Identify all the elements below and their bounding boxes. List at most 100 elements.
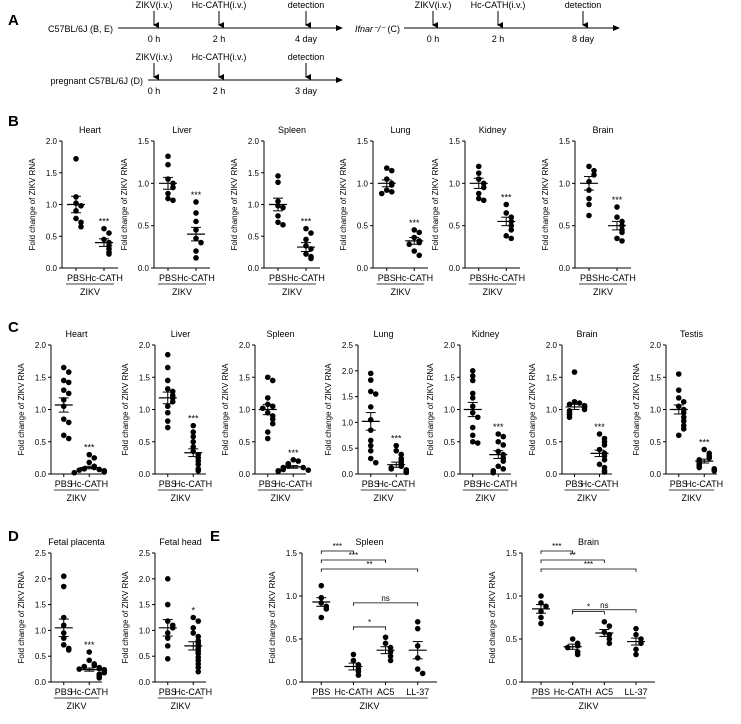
y-tick-label: 0.0 [286,678,298,687]
x-tick-label: PBS [470,273,488,283]
data-point [295,458,302,464]
data-point [414,619,421,625]
bracket-label: ns [381,594,389,603]
y-tick-label: 0.5 [35,652,47,661]
x-tick-label: Hc-CATH [685,479,723,489]
data-point [308,255,314,262]
data-point [195,664,202,671]
timeline-strain-label: C57BL/6J (B, E) [48,24,113,34]
data-point [275,219,281,226]
data-point [164,655,171,662]
y-tick-label: 0.0 [506,678,518,687]
data-point [60,416,67,422]
data-point [398,451,405,458]
x-tick-label: Hc-CATH [70,479,108,489]
group-label: ZIKV [170,493,190,503]
y-tick-label: 1.0 [546,406,558,415]
data-point [91,455,98,461]
timeline-step-label: ZIKV(i.v.) [136,0,173,10]
data-point [101,669,108,676]
data-point [60,573,67,580]
data-point [264,374,271,381]
significance-label: *** [288,448,299,458]
data-point [372,459,379,466]
y-tick-label: 2.0 [650,341,662,350]
y-tick-label: 1.5 [650,373,662,382]
data-point [606,636,613,642]
data-point [387,644,394,651]
data-point [388,189,395,195]
x-tick-label: LL-37 [406,687,429,697]
data-point [571,398,578,405]
x-tick-label: Hc-CATH [174,479,212,489]
data-point [269,403,276,410]
data-point [469,438,476,445]
y-tick-label: 0.0 [357,264,369,273]
data-point [275,179,281,186]
data-point [164,424,171,431]
x-tick-label: Hc-CATH [554,687,592,697]
data-point [65,647,72,653]
y-tick-label: 0.5 [35,438,47,447]
significance-label: *** [99,217,110,227]
y-tick-label: 1.0 [559,179,571,188]
data-point [164,643,171,649]
y-tick-label: 2.0 [444,341,456,350]
y-tick-label: 1.0 [342,418,354,427]
data-point [474,414,481,421]
group-label: ZIKV [172,287,192,297]
data-point [165,161,171,168]
data-point [190,433,197,440]
panel-letter-b: B [8,113,19,130]
significance-label: *** [84,443,95,453]
data-point [388,167,395,174]
chart-title: Spleen [278,125,306,135]
timeline-step-time: 8 day [572,34,595,44]
data-point [475,163,482,170]
data-point [500,433,507,440]
significance-bracket [540,550,574,554]
data-point [586,201,592,208]
data-point [195,461,202,468]
timeline-step-time: 0 h [427,34,440,44]
data-point [65,379,72,386]
data-point [367,437,374,444]
y-tick-label: 0.5 [342,444,354,453]
data-point [308,230,314,236]
timeline-step-label: Hc-CATH(i.v.) [192,0,247,10]
x-tick-label: Hc-CATH [70,687,108,697]
timeline-step-time: 4 day [295,34,318,44]
y-tick-label: 2.0 [139,575,151,584]
timeline-step-label: detection [565,0,602,10]
data-point [586,163,592,170]
data-point [280,222,286,228]
data-point [606,640,613,647]
timeline-step-time: 2 h [213,86,226,96]
chart-title: Fetal head [159,537,202,547]
data-point [303,225,309,232]
y-tick-label: 1.0 [35,406,47,415]
y-tick-label: 1.5 [35,601,47,610]
significance-bracket [320,568,419,572]
chart-title: Heart [65,329,88,339]
x-tick-label: PBS [362,479,380,489]
timeline-step-time: 3 day [295,86,318,96]
data-point [614,204,620,210]
y-tick-label: 0.0 [559,264,571,273]
significance-bracket [320,550,354,554]
x-tick-label: PBS [580,273,598,283]
data-point [469,373,476,379]
data-point [614,235,620,242]
y-tick-label: 0.5 [248,232,260,241]
data-point [675,371,682,377]
data-point [264,395,271,401]
data-point [60,364,67,371]
x-tick-label: PBS [159,687,177,697]
chart-title: Kidney [472,329,500,339]
data-point [538,614,544,621]
data-point [601,619,608,625]
data-point [275,468,282,475]
